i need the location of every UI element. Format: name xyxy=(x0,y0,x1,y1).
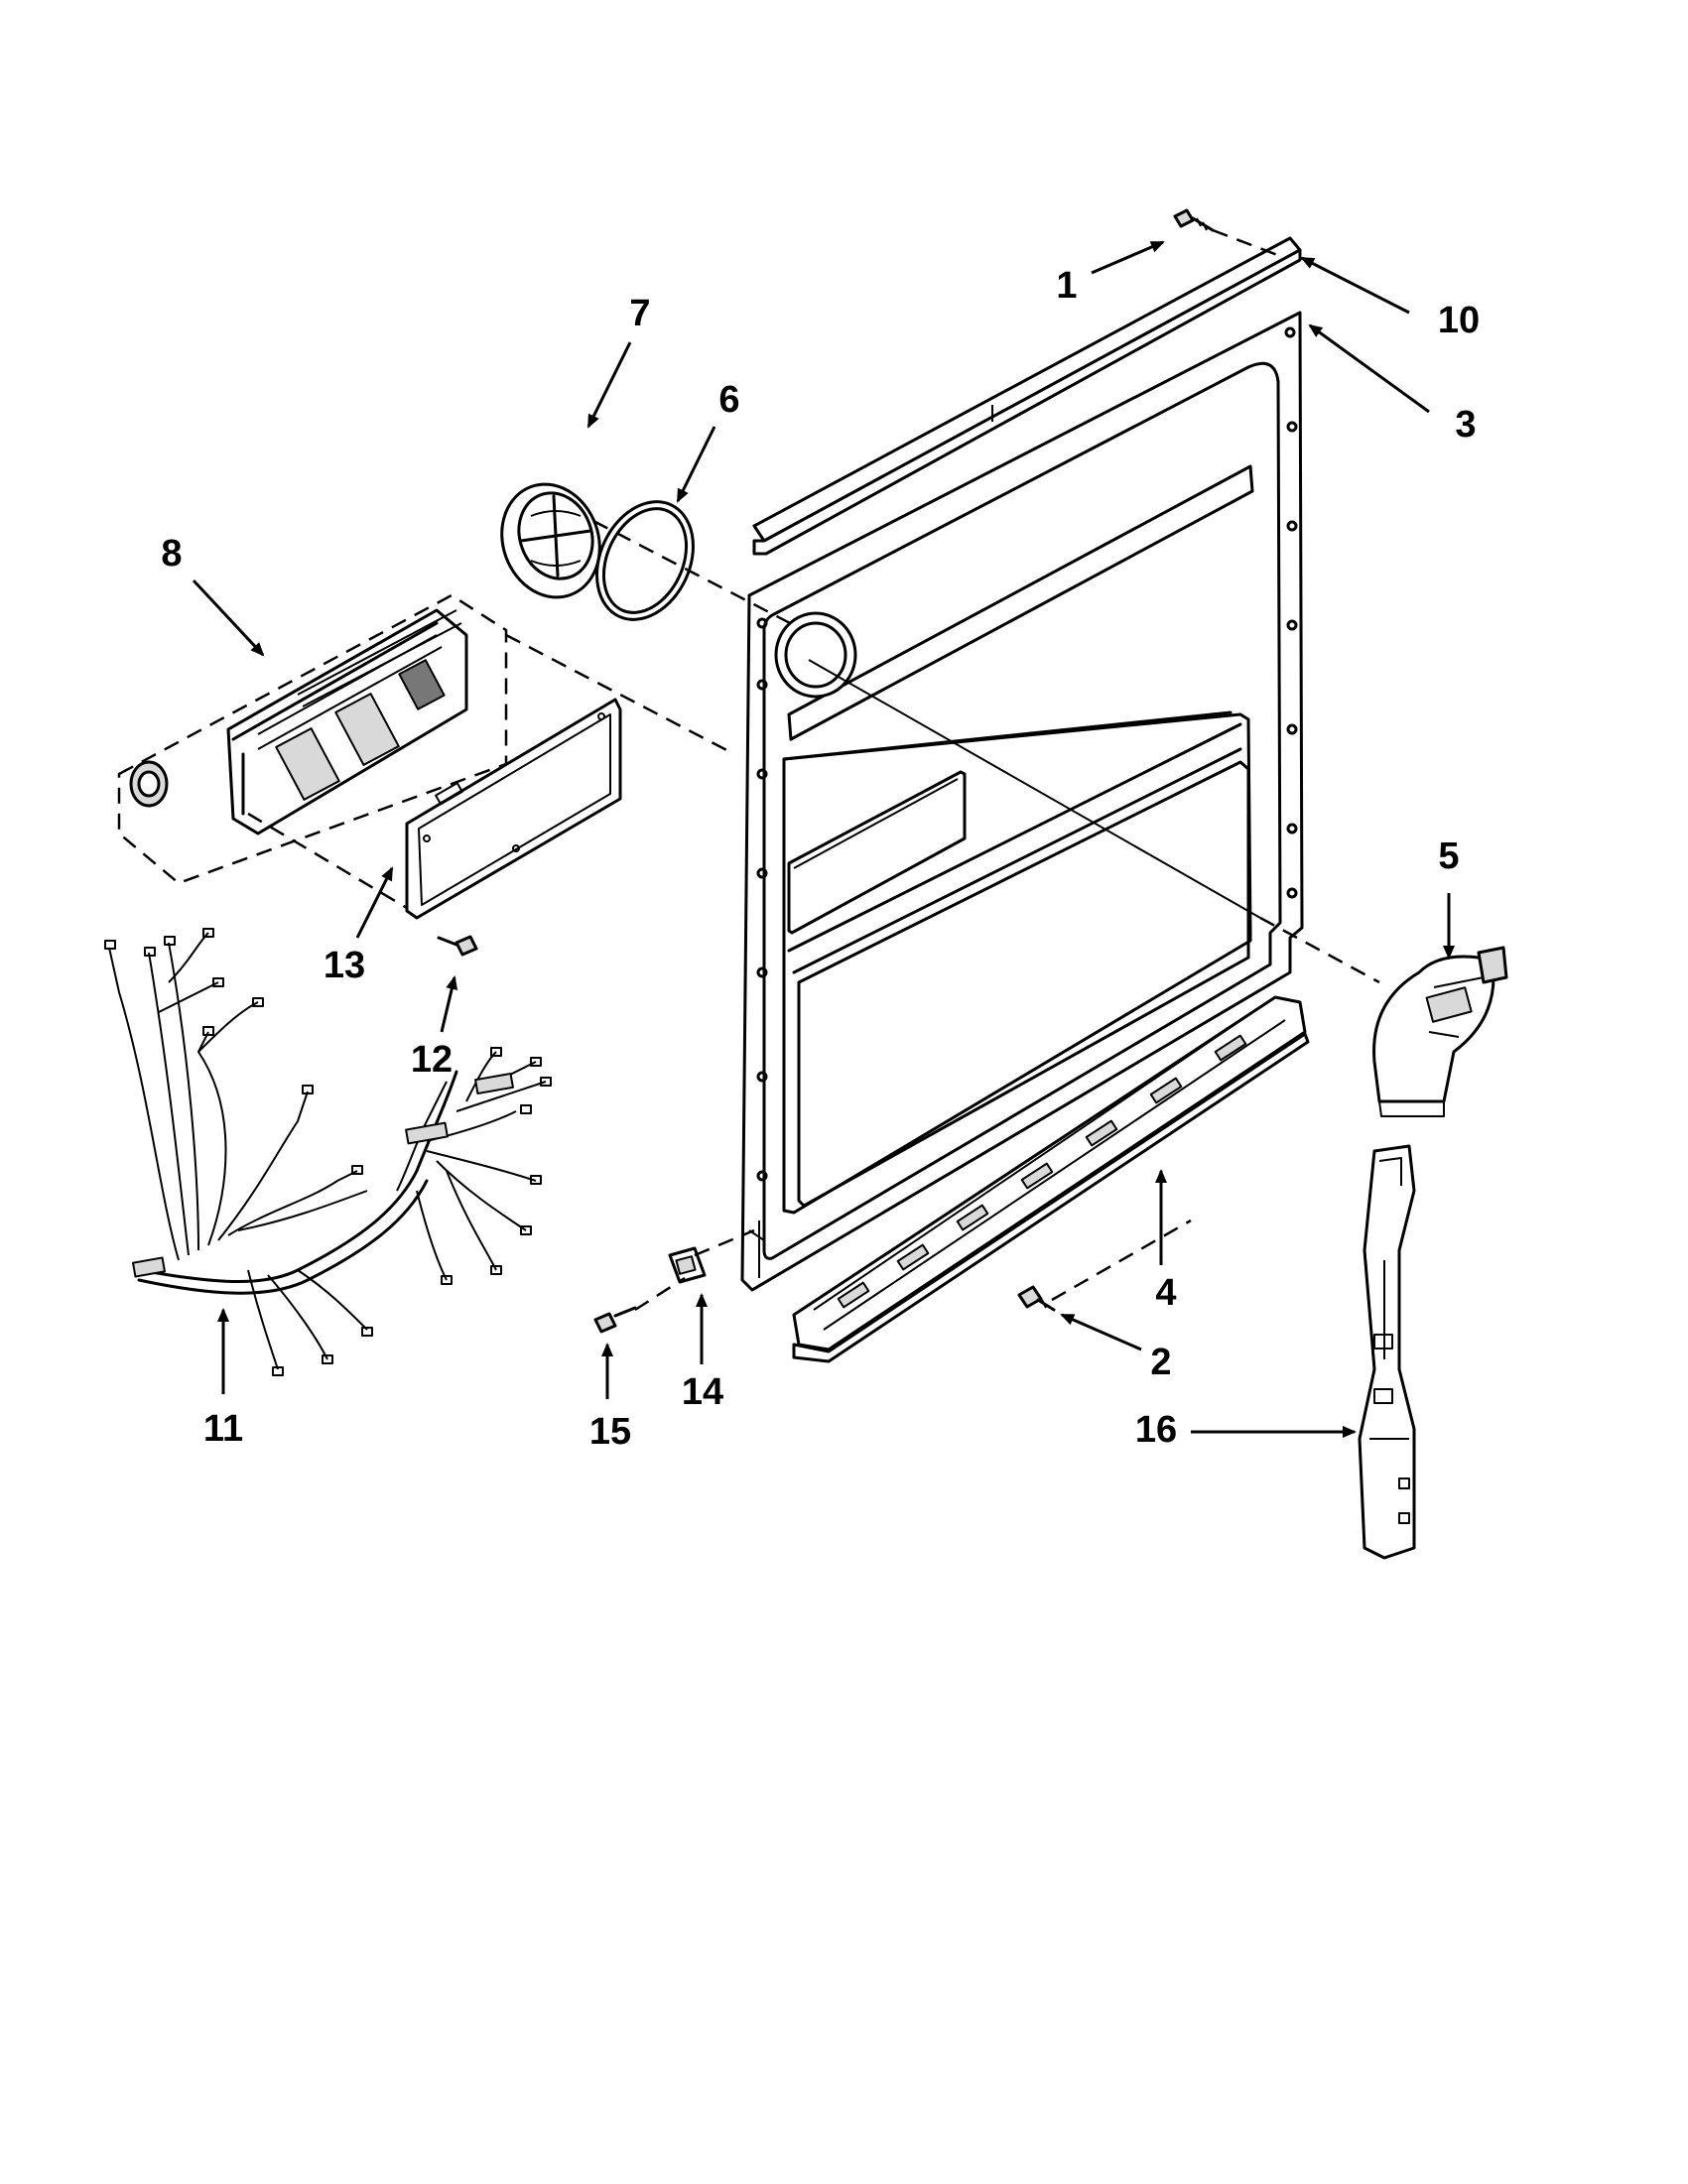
callout-3: 3 xyxy=(1455,404,1476,446)
callout-12: 12 xyxy=(411,1039,453,1081)
vent-cap xyxy=(500,482,601,599)
assembly-lines xyxy=(247,228,1380,1312)
leader-2 xyxy=(1060,1313,1142,1351)
top-trim-strip xyxy=(752,236,1302,556)
leader-12 xyxy=(440,975,458,1033)
callout-2: 2 xyxy=(1150,1342,1171,1383)
leader-6 xyxy=(676,426,716,503)
control-module-group xyxy=(117,593,508,885)
inner-door-panel xyxy=(740,311,1304,1292)
leader-7 xyxy=(586,341,632,429)
control-knob xyxy=(129,760,169,808)
callout-labels: 1 10 3 7 6 8 13 12 11 15 14 4 2 5 16 xyxy=(161,265,1480,1453)
harness-connectors xyxy=(104,928,552,1376)
screw-part-1 xyxy=(1173,208,1215,232)
leader-8 xyxy=(192,578,265,657)
wire-harness xyxy=(104,928,552,1376)
vent-housing xyxy=(1372,946,1508,1117)
callout-leaders xyxy=(192,240,1455,1438)
screw-part-12 xyxy=(437,935,478,957)
mounting-holes xyxy=(756,326,1298,1182)
callout-5: 5 xyxy=(1438,835,1459,877)
callout-15: 15 xyxy=(589,1411,631,1453)
callout-16: 16 xyxy=(1135,1409,1177,1451)
callout-11: 11 xyxy=(203,1408,243,1450)
leader-13 xyxy=(355,866,394,939)
callout-7: 7 xyxy=(629,293,650,334)
leader-1 xyxy=(1091,240,1165,275)
callout-13: 13 xyxy=(324,945,365,986)
vent-duct xyxy=(1358,1144,1416,1560)
leader-10 xyxy=(1300,256,1410,315)
screw-part-15 xyxy=(593,1306,637,1334)
callout-14: 14 xyxy=(682,1371,723,1413)
clip-part-14 xyxy=(668,1246,707,1284)
screw-part-2 xyxy=(1017,1285,1056,1312)
gasket-ring xyxy=(595,500,695,621)
leader-3 xyxy=(1308,323,1430,414)
control-board xyxy=(226,608,468,835)
callout-10: 10 xyxy=(1438,300,1480,341)
bottom-vent-strip xyxy=(792,995,1310,1363)
callout-8: 8 xyxy=(161,533,182,575)
callout-6: 6 xyxy=(718,379,739,421)
vent-slots xyxy=(837,1034,1247,1309)
mounting-plate xyxy=(405,698,622,920)
callout-4: 4 xyxy=(1155,1272,1176,1314)
callout-1: 1 xyxy=(1056,265,1077,307)
